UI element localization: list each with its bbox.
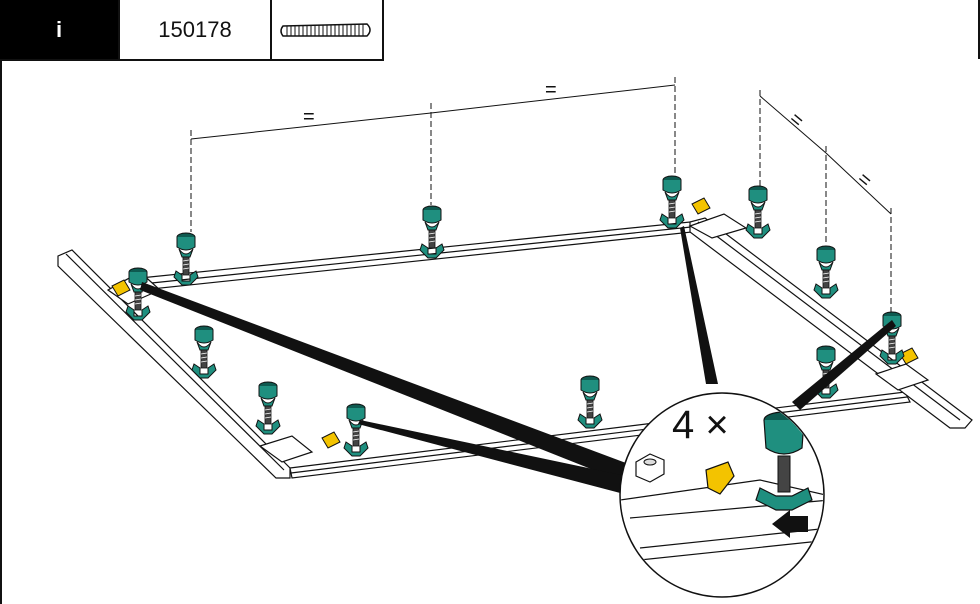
equal-mark-4: = — [853, 168, 876, 192]
part-image-cell — [272, 0, 384, 59]
equal-mark-3: = — [785, 108, 808, 132]
info-header: i 150178 — [0, 0, 384, 61]
header-right-edge — [978, 0, 980, 59]
callout-pointers — [140, 226, 896, 494]
quantity-label: 4 × — [672, 403, 729, 447]
equal-mark-2: = — [545, 79, 557, 101]
detail-magnifier — [619, 392, 825, 598]
threaded-rod-icon — [280, 22, 371, 37]
info-badge: i — [0, 0, 118, 59]
dimension-lines — [190, 77, 892, 312]
equal-mark-1: = — [303, 106, 315, 128]
part-code: 150178 — [118, 0, 272, 59]
yellow-locks — [111, 197, 919, 449]
